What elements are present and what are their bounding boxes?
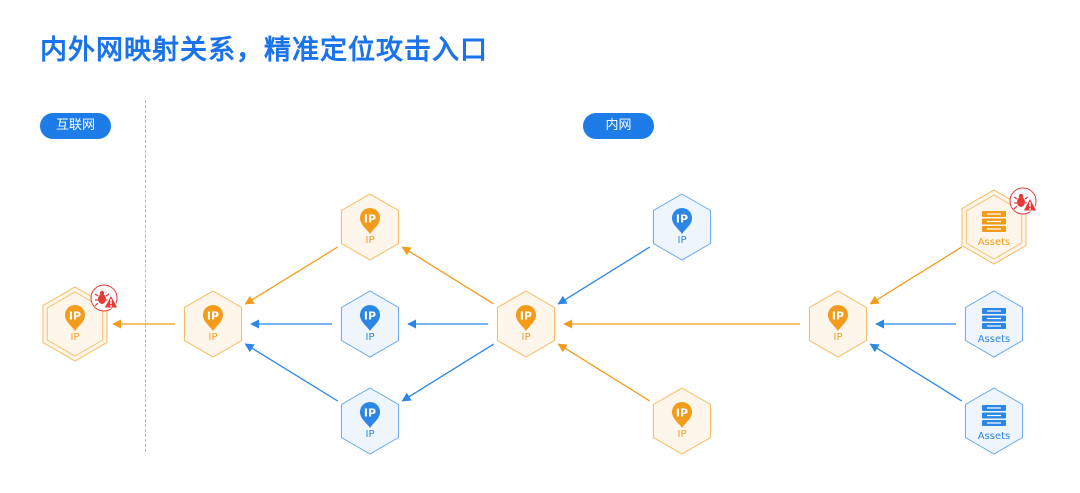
ip-node-hub[interactable]: IP IP [496,290,556,358]
zone-internet-label: 互联网 [40,113,111,139]
edge-arrow-a1-to-gw [869,246,963,305]
pin-text: IP [69,310,81,323]
ip-node-b1[interactable]: IP IP [340,193,400,261]
pin-text: IP [364,407,376,420]
node-label: Assets [978,237,1011,248]
map-pin-icon: IP [828,305,848,331]
node-label: IP [678,235,687,246]
ip-node-b2[interactable]: IP IP [340,290,400,358]
node-label: Assets [978,334,1011,345]
edge-arrow-hub-to-b3 [401,343,495,402]
asset-node-a2[interactable]: Assets [964,290,1024,358]
map-pin-icon: IP [65,305,85,331]
node-label: IP [522,332,531,343]
zone-divider [145,100,146,452]
pin-text: IP [676,213,688,226]
map-pin-icon: IP [203,305,223,331]
node-label: IP [71,332,80,343]
ip-node-b3[interactable]: IP IP [340,387,400,455]
pin-text: IP [364,310,376,323]
ip-node-fw[interactable]: IP IP [183,290,243,358]
edge-arrow-b3-to-fw [244,343,339,402]
map-pin-icon: IP [360,402,380,428]
ip-node-c2[interactable]: IP IP [652,387,712,455]
map-pin-icon: IP [360,208,380,234]
ip-node-entry[interactable]: IP IP [42,284,119,362]
bug-warning-icon [90,284,119,312]
node-label: IP [834,332,843,343]
edge-arrow-hub-to-b1 [401,246,495,305]
pin-text: IP [676,407,688,420]
map-pin-icon: IP [516,305,536,331]
node-label: IP [366,332,375,343]
node-label: IP [209,332,218,343]
pin-text: IP [364,213,376,226]
nodes-layer: IP IP IP IP IP IP IP IP IP IP IP IP IP IP IP IP IP IP Asse… [42,187,1038,455]
node-label: IP [366,429,375,440]
asset-node-a3[interactable]: Assets [964,387,1024,455]
ip-node-c1[interactable]: IP IP [652,193,712,261]
edge-arrow-c1-to-hub [557,246,651,305]
edge-arrow-c2-to-hub [557,343,651,402]
server-stack-icon [982,211,1006,232]
pin-text: IP [207,310,219,323]
ip-node-gw[interactable]: IP IP [808,290,868,358]
server-stack-icon [982,405,1006,426]
map-pin-icon: IP [360,305,380,331]
bug-warning-icon [1009,187,1038,215]
pin-text: IP [520,310,532,323]
edge-arrow-b1-to-fw [244,246,339,305]
map-pin-icon: IP [672,208,692,234]
node-label: Assets [978,431,1011,442]
pin-text: IP [832,310,844,323]
zone-intranet-label: 内网 [583,113,654,139]
page-title: 内外网映射关系，精准定位攻击入口 [40,35,488,66]
server-stack-icon [982,308,1006,329]
node-label: IP [366,235,375,246]
map-pin-icon: IP [672,402,692,428]
node-label: IP [678,429,687,440]
edge-arrow-a3-to-gw [869,343,963,402]
edges-layer [112,246,963,402]
asset-node-a1[interactable]: Assets [961,187,1038,265]
